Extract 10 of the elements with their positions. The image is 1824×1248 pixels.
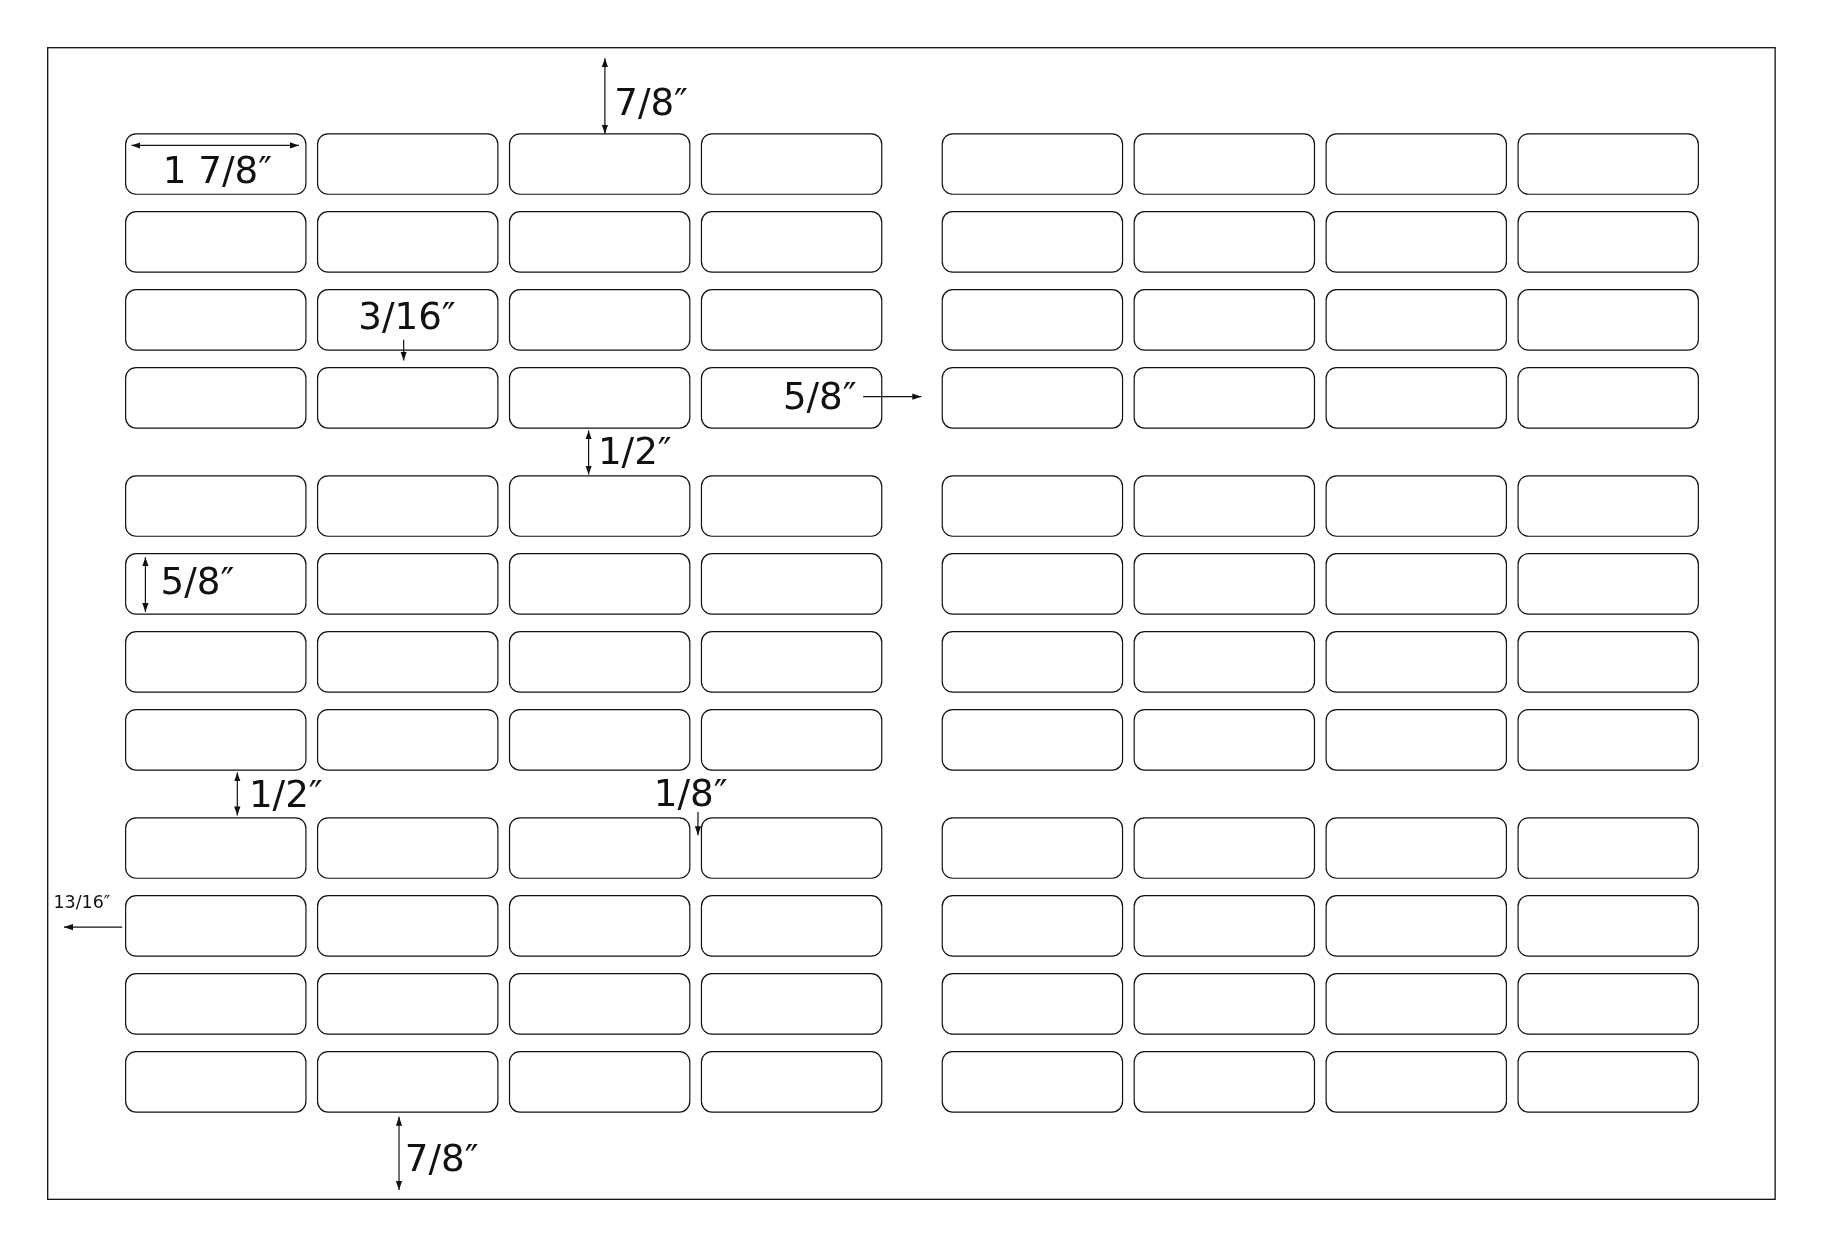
dimension-label: 5/8″ xyxy=(160,563,235,601)
dimension-label: 3/16″ xyxy=(358,297,456,335)
dimension-label: 1 7/8″ xyxy=(162,152,273,190)
dimension-label: 1/2″ xyxy=(597,432,672,470)
dimension-label: 7/8″ xyxy=(614,83,688,121)
dimension-label: 7/8″ xyxy=(404,1140,479,1178)
dimension-label: 1/2″ xyxy=(248,775,323,814)
dimension-label: 1/8″ xyxy=(653,774,728,812)
dimension-label: 13/16″ xyxy=(53,893,111,912)
dimension-label: 5/8″ xyxy=(782,378,857,416)
